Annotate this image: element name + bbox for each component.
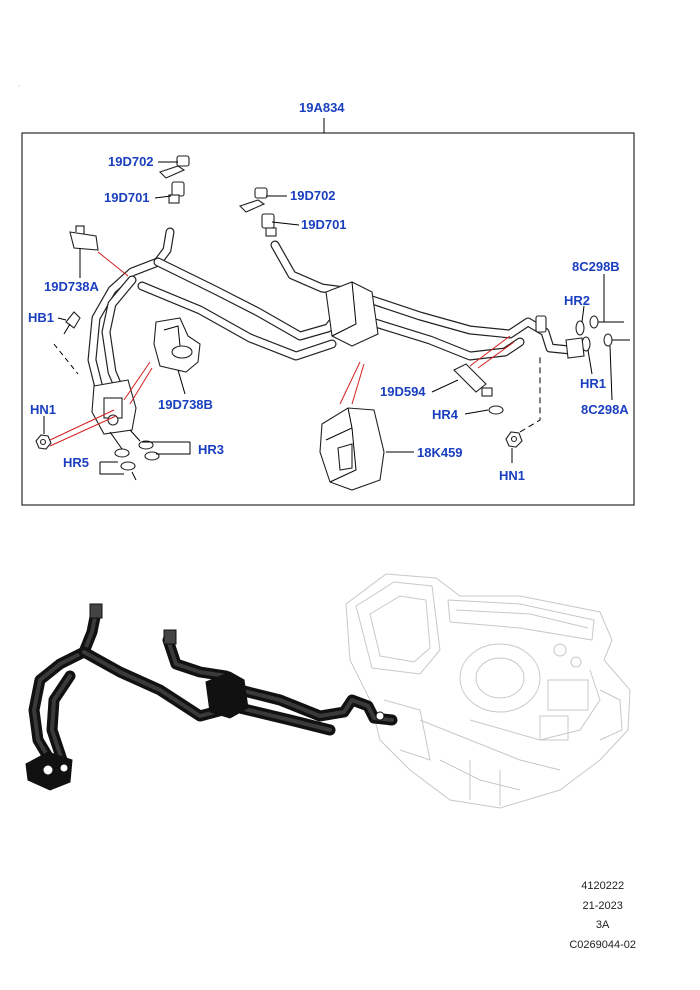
callout-HR5: HR5: [63, 455, 89, 470]
reference-number: 4120222: [581, 880, 625, 892]
callout-19D701-right: 19D701: [301, 217, 347, 232]
callout-19D738A: 19D738A: [44, 279, 100, 294]
clip-19D738A: [69, 225, 99, 251]
callout-8C298B: 8C298B: [572, 259, 620, 274]
end-fittings: [535, 315, 630, 359]
sensor-19D594: [453, 363, 493, 397]
left-block: [91, 379, 137, 435]
callout-8C298A: 8C298A: [581, 402, 629, 417]
corner-mark: ¨: [18, 86, 20, 92]
muffler-on-pipe: [325, 281, 379, 347]
callout-19D594: 19D594: [380, 384, 426, 399]
callout-19A834: 19A834: [299, 100, 345, 115]
leader-lines: [43, 161, 613, 475]
callout-HB1: HB1: [28, 310, 54, 325]
hvac-unit-ghost: [345, 573, 631, 809]
callout-HR3: HR3: [198, 442, 224, 457]
assembly-frame: [21, 132, 635, 506]
nut-HN1-left: [35, 434, 52, 450]
valve-set-right: [238, 187, 277, 237]
callout-19D701-left: 19D701: [104, 190, 150, 205]
callout-HR2: HR2: [564, 293, 590, 308]
callout-18K459: 18K459: [417, 445, 463, 460]
callout-HN1-right: HN1: [499, 468, 525, 483]
nut-HN1-right: [505, 356, 541, 448]
muffler-18K459: [319, 407, 385, 491]
callout-19D702-left: 19D702: [108, 154, 154, 169]
reference-code: 3A: [595, 919, 610, 931]
valve-set-left: [158, 155, 190, 204]
callout-19D702-right: 19D702: [290, 188, 336, 203]
seals-HR3-HR5: [109, 429, 160, 481]
seal-HR4: [488, 405, 504, 415]
pipe-assembly-installed: [25, 603, 398, 791]
callout-19D738B: 19D738B: [158, 397, 213, 412]
callout-HR1: HR1: [580, 376, 606, 391]
red-leader-lines: [49, 251, 515, 447]
callout-HR4: HR4: [432, 407, 459, 422]
reference-date: 21-2023: [582, 899, 623, 912]
reference-block: 4120222 21-2023 3A C0269044-02: [569, 877, 636, 955]
clip-19D738B: [153, 317, 201, 373]
callout-HN1-left: HN1: [30, 402, 56, 417]
reference-image-id: C0269044-02: [569, 938, 636, 951]
bolt-HB1: [53, 311, 81, 375]
